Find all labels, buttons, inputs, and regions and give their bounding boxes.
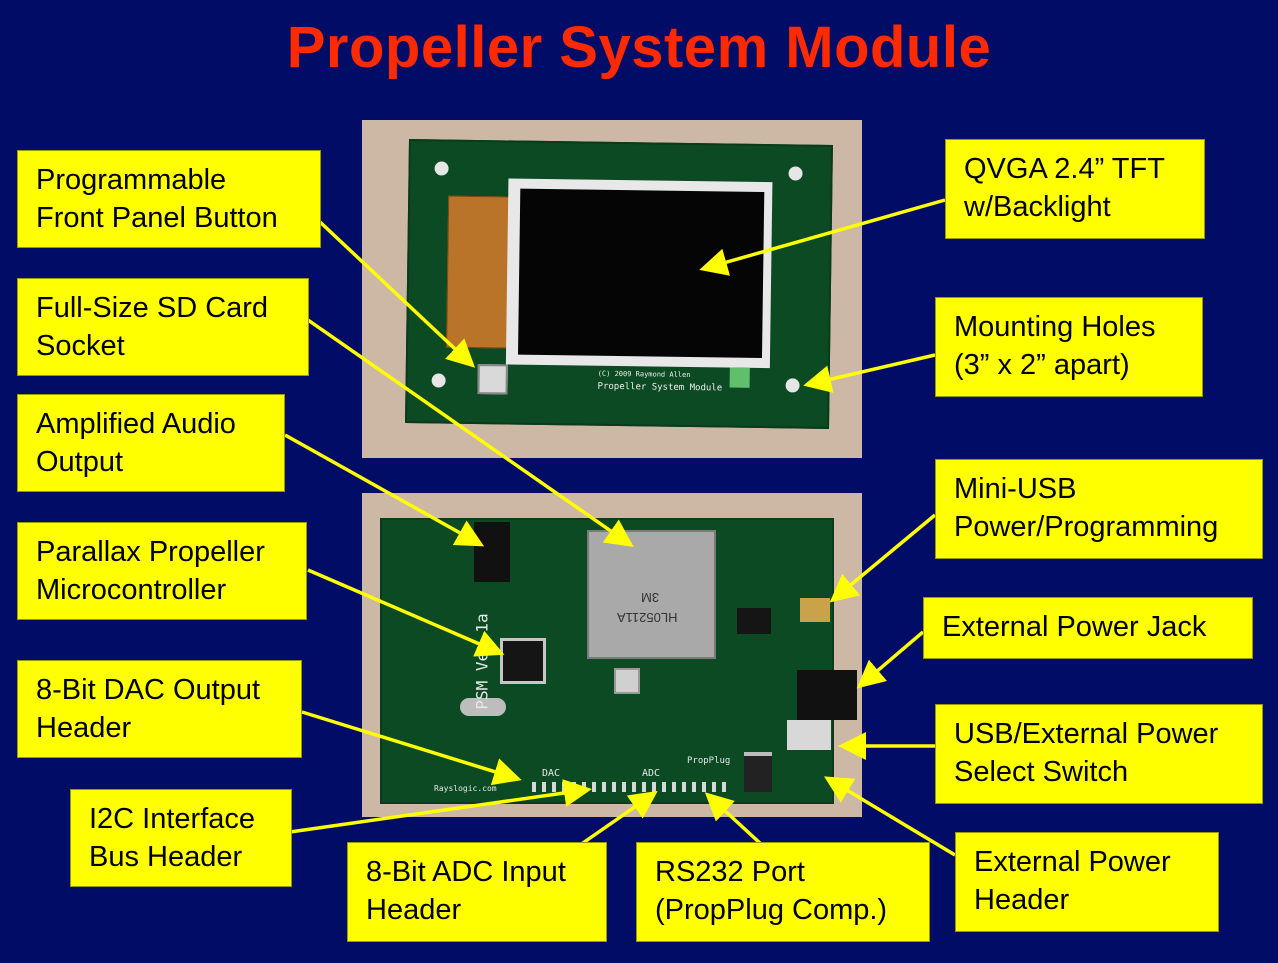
regulator xyxy=(744,752,772,792)
arrow-usb xyxy=(829,513,937,603)
mini-usb-connector xyxy=(800,598,830,622)
arrow-adc xyxy=(579,791,658,847)
page-title: Propeller System Module xyxy=(286,15,992,80)
label-ext-power-header: External Power Header xyxy=(955,832,1219,932)
power-switch xyxy=(787,720,831,750)
arrow-rs232 xyxy=(704,792,764,847)
label-sd-card: Full-Size SD Card Socket xyxy=(17,278,309,376)
label-mounting: Mounting Holes (3” x 2” apart) xyxy=(935,297,1203,397)
header-strip xyxy=(532,782,732,792)
pcb-back: 3M HL05211A PSM Ver 1a Rayslogic.com DAC… xyxy=(380,518,857,804)
arrow-front-panel-button xyxy=(318,220,476,368)
silkscreen-propplug: PropPlug xyxy=(687,756,731,766)
label-propeller: Parallax Propeller Microcontroller xyxy=(17,522,307,620)
label-power-switch: USB/External Power Select Switch xyxy=(935,704,1263,804)
label-tft: QVGA 2.4” TFT w/Backlight xyxy=(945,139,1205,239)
front-board-photo: Propeller System Module (C) 2009 Raymond… xyxy=(362,120,862,458)
label-power-jack: External Power Jack xyxy=(923,597,1253,659)
arrow-power-jack xyxy=(856,630,925,689)
label-usb: Mini-USB Power/Programming xyxy=(935,459,1263,559)
arrow-audio xyxy=(284,433,485,547)
label-dac: 8-Bit DAC Output Header xyxy=(17,660,302,758)
arrow-i2c xyxy=(289,779,592,834)
arrow-dac xyxy=(301,710,522,786)
sd-card-socket: 3M HL05211A xyxy=(587,530,716,659)
label-front-panel-button: Programmable Front Panel Button xyxy=(17,150,321,248)
label-adc: 8-Bit ADC Input Header xyxy=(347,842,607,942)
power-jack xyxy=(797,670,857,720)
label-rs232: RS232 Port (PropPlug Comp.) xyxy=(636,842,930,942)
label-i2c: I2C Interface Bus Header xyxy=(70,789,292,887)
label-audio: Amplified Audio Output xyxy=(17,394,285,492)
reset-button xyxy=(614,668,640,694)
silkscreen-adc: ADC xyxy=(642,768,661,779)
usb-ic xyxy=(737,608,771,634)
arrow-ext-power-header xyxy=(823,776,956,857)
propeller-chip xyxy=(500,638,546,684)
silkscreen-website: Rayslogic.com xyxy=(434,784,497,793)
arrow-sd-card xyxy=(306,318,634,548)
back-board-photo: 3M HL05211A PSM Ver 1a Rayslogic.com DAC… xyxy=(362,493,862,817)
crystal xyxy=(460,698,506,716)
arrow-tft xyxy=(699,198,946,276)
arrow-propeller xyxy=(307,568,505,657)
arrow-mounting xyxy=(803,353,936,393)
silkscreen-dac: DAC xyxy=(542,768,561,779)
